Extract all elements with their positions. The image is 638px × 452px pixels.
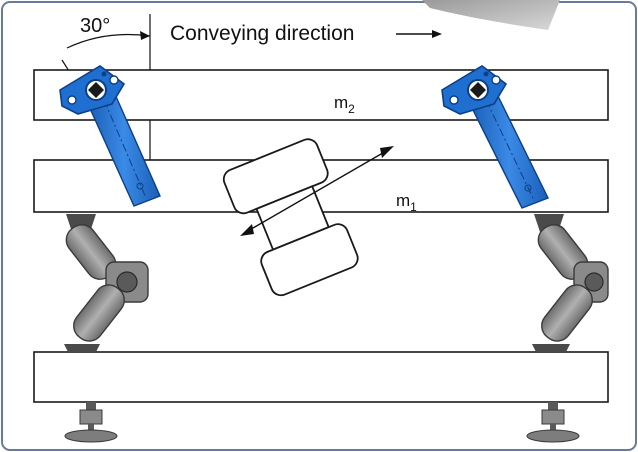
- decorative-shadow: [422, 0, 560, 30]
- upper-trough-beam: [33, 69, 609, 121]
- left-leveling-foot: [64, 402, 118, 443]
- mass-label-m1: m1: [396, 191, 417, 214]
- direction-arrow: [396, 30, 442, 38]
- left-spring-element: [64, 214, 149, 352]
- right-leveling-foot: [526, 402, 580, 443]
- angle-label: 30°: [80, 15, 110, 37]
- workpiece: [222, 138, 359, 297]
- base-frame-beam: [33, 351, 609, 403]
- direction-label: Conveying direction: [170, 22, 354, 45]
- force-double-arrow: [240, 146, 394, 236]
- mass-label-m2: m2: [334, 93, 355, 116]
- right-spring-element: [532, 214, 609, 352]
- left-crank-arm: [59, 65, 161, 207]
- right-crank-arm: [441, 65, 549, 209]
